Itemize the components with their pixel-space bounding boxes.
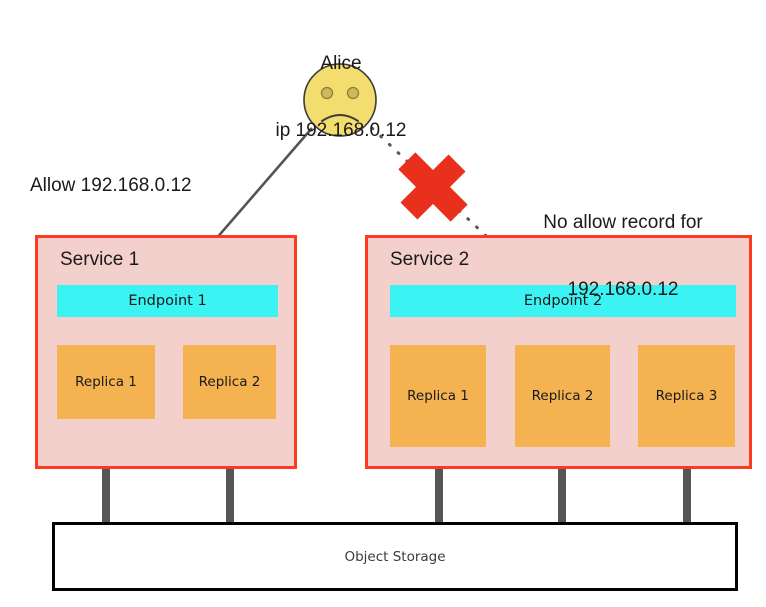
service-title-1: Service 1 xyxy=(60,249,140,270)
replica-box[interactable]: Replica 1 xyxy=(390,345,486,447)
replica-box[interactable]: Replica 3 xyxy=(638,345,735,447)
deny-annotation-line-1: No allow record for xyxy=(543,211,703,233)
endpoint-box-1[interactable]: Endpoint 1 xyxy=(57,285,278,317)
object-storage-box[interactable]: Object Storage xyxy=(52,522,738,591)
actor-label: Alice ip 192.168.0.12 xyxy=(270,8,412,187)
deny-annotation: No allow record for 192.168.0.12 xyxy=(518,167,728,346)
replica-box[interactable]: Replica 2 xyxy=(515,345,610,447)
actor-name: Alice xyxy=(320,52,362,74)
endpoint-box-2[interactable]: Endpoint 2 xyxy=(390,285,736,317)
sad-face-icon xyxy=(303,63,377,137)
actor-ip: ip 192.168.0.12 xyxy=(275,120,407,142)
service-title-2: Service 2 xyxy=(390,249,470,270)
replica-box[interactable]: Replica 2 xyxy=(183,345,276,419)
allow-annotation: Allow 192.168.0.12 xyxy=(30,175,192,196)
deny-annotation-line-2: 192.168.0.12 xyxy=(567,279,679,301)
replica-box[interactable]: Replica 1 xyxy=(57,345,155,419)
red-cross-icon xyxy=(398,152,468,222)
